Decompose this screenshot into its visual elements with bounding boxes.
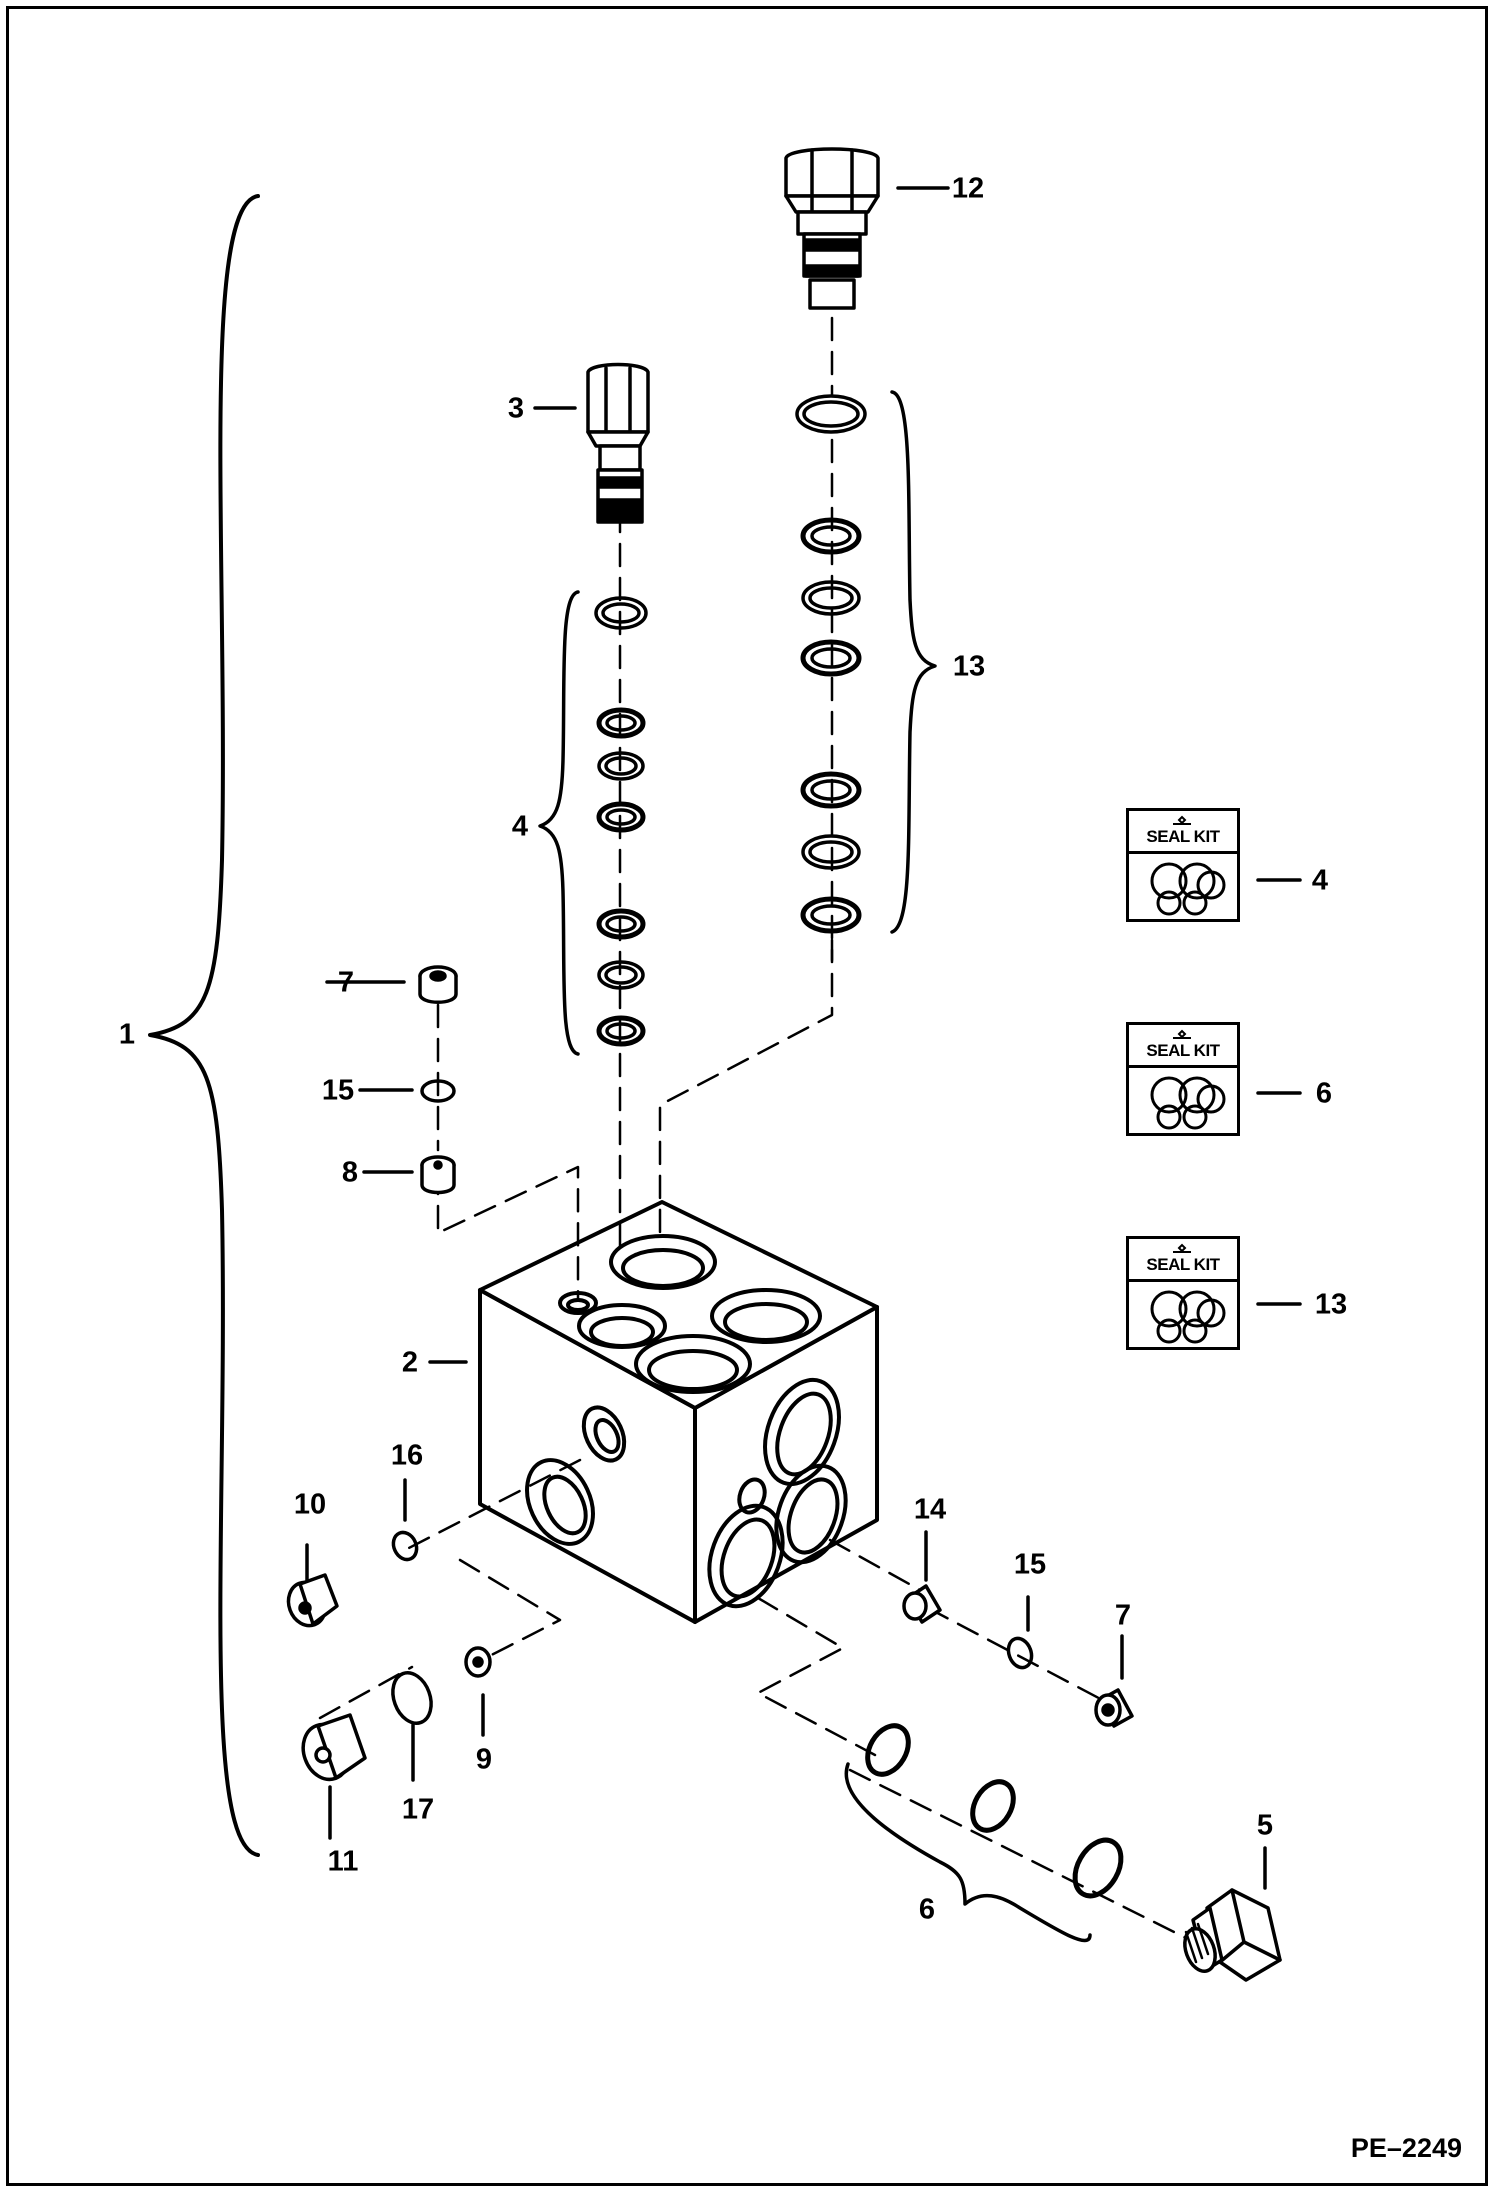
seal-kit-label: SEAL KIT (1146, 827, 1220, 846)
plug-5 (1183, 1888, 1282, 1982)
plug-7-right (1094, 1688, 1134, 1728)
seal-kit-rings-icon (1150, 1243, 1226, 1344)
callout-15-left: 15 (321, 1074, 355, 1107)
callout-14: 14 (913, 1493, 947, 1526)
seal-kit-6: SEAL KIT (1126, 1022, 1240, 1136)
callout-4-brace: 4 (511, 810, 529, 843)
callout-2: 2 (401, 1346, 419, 1379)
seal-kit-4: SEAL KIT (1126, 808, 1240, 922)
seal-brace-4 (538, 590, 580, 1056)
callout-17: 17 (401, 1793, 435, 1826)
callout-7-right: 7 (1114, 1599, 1132, 1632)
oring-6a (865, 1723, 911, 1777)
diagram-frame (6, 6, 1488, 2186)
oring-15-top (420, 1079, 456, 1103)
callout-6-brace: 6 (918, 1893, 936, 1926)
callout-7-left: 7 (337, 966, 355, 999)
plug-10 (286, 1573, 339, 1628)
leader-lines (305, 186, 1302, 1890)
callout-13-brace: 13 (952, 650, 986, 683)
callout-9: 9 (475, 1743, 493, 1776)
seal-kit-label: SEAL KIT (1146, 1255, 1220, 1274)
callout-6-kit: 6 (1315, 1077, 1333, 1110)
orifice-8 (420, 1155, 456, 1195)
callout-11: 11 (327, 1845, 359, 1878)
seal-kit-rings-icon (1150, 1029, 1226, 1130)
assembly-brace (148, 194, 260, 1857)
seal-kit-rings-icon (1150, 815, 1226, 916)
drawing-code: PE–2249 (1350, 2133, 1462, 2163)
relief-valve-12 (784, 147, 880, 310)
callout-1: 1 (118, 1018, 136, 1051)
orifice-14 (902, 1584, 942, 1624)
callout-16: 16 (390, 1439, 424, 1472)
valve-body (478, 1200, 879, 1624)
callout-5: 5 (1256, 1809, 1274, 1842)
callout-3: 3 (507, 392, 525, 425)
callout-4-kit: 4 (1311, 864, 1329, 897)
orifice-9 (464, 1646, 492, 1678)
callout-13-kit: 13 (1314, 1288, 1348, 1321)
valve-cartridge-3 (586, 362, 650, 524)
callout-8: 8 (341, 1156, 359, 1189)
seal-rings-13 (795, 394, 867, 934)
callout-10: 10 (293, 1488, 327, 1521)
oring-6c (1072, 1837, 1124, 1899)
callout-15-right: 15 (1013, 1548, 1047, 1581)
seal-kit-label: SEAL KIT (1146, 1041, 1220, 1060)
oring-6b (970, 1779, 1016, 1833)
seal-rings-4 (594, 596, 648, 1047)
plug-7-top (418, 965, 458, 1004)
oring-16 (391, 1530, 419, 1562)
seal-brace-13 (890, 390, 937, 934)
oring-17 (391, 1671, 433, 1725)
seal-brace-6 (844, 1762, 1092, 1943)
oring-15-right (1006, 1636, 1034, 1670)
callout-12: 12 (951, 172, 985, 205)
plug-11 (301, 1713, 367, 1782)
assembly-lines (318, 316, 1202, 1947)
seal-kit-13: SEAL KIT (1126, 1236, 1240, 1350)
